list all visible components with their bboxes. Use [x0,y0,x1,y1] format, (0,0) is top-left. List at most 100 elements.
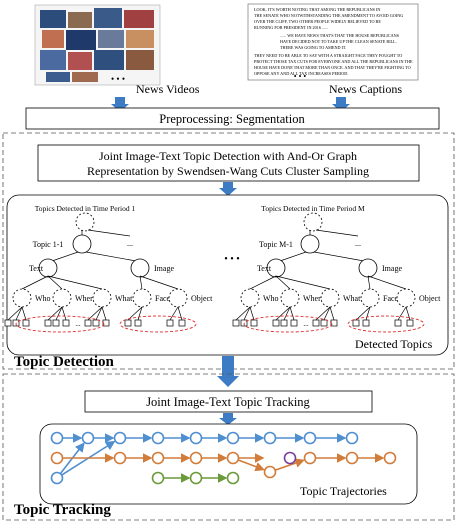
facet-node [12,288,32,308]
facet-node [92,288,112,308]
text-node [266,258,286,278]
green-node [151,471,165,485]
leaf-ellipsis: ... [303,320,309,328]
topic-node [300,234,320,254]
tree-edge [367,275,407,290]
topic-ellipse [15,315,105,333]
facet-label: What [115,294,133,303]
tree-edge [405,306,411,321]
caption-line: HAVE DECIDED NOT TO TAKE UP THE CLEAN SE… [280,39,397,44]
leaf-node [44,319,52,327]
tree-edge [47,275,63,290]
caption-line: OPPOSE ANY AND ALL TAX INCREASES PERIOD. [254,71,348,76]
facet-node [132,288,152,308]
tree-edge [47,306,63,321]
tree-edge [21,275,49,290]
period-label: Topics Detected in Time Period 1 [35,204,136,213]
image-node [358,258,378,278]
tree-edge [275,306,291,321]
tree-edge [15,306,23,321]
topic-ellipsis: ... [355,239,361,248]
facet-label: Where [75,294,97,303]
topic-ellipse [243,315,333,333]
topic-tree-period-m: Topics Detected in Time Period M Topic M-… [232,204,441,333]
leaf-node [352,319,360,327]
facet-node [52,288,72,308]
facet-label: Where [303,294,325,303]
blue-node [151,431,165,445]
tree-edge [249,306,255,321]
tree-edge [95,306,103,321]
tree-edge [177,306,183,321]
blue-node [189,431,203,445]
tree-edge [87,229,131,237]
caption-line: THERE WAS GOING TO AMEND IT. [280,45,346,50]
orange-node [113,451,127,465]
leaf-node [362,319,370,327]
detection-to-tracking-arrow [217,356,239,387]
leaf-node [406,319,414,327]
caption-line: ...... WE HAVE NEWS THAT'S THAT THE HOUS… [280,33,400,38]
facet-label: Face [383,294,399,303]
leaf-node [178,319,186,327]
news-videos-label: News Videos [136,82,200,96]
text-node [38,258,58,278]
captions-ellipsis: • • • [294,72,307,81]
orange-node [263,465,277,479]
purple-node [283,451,297,465]
facet-node [240,288,260,308]
topic-detection-title: Topic Detection [14,354,115,370]
detection-tree-panel [6,194,449,356]
tracking-box-label: Joint Image-Text Topic Tracking [146,395,310,409]
tree-edge [313,251,365,262]
blue-node [345,431,359,445]
orange-node [50,451,64,465]
detection-box [37,144,420,182]
captions-text-lines: LOOK, IT'S WORTH NOTING THAT AMONG THE R… [254,7,413,76]
topic-ellipsis: ... [127,239,133,248]
green-node [189,471,203,485]
topic-trajectories-graph [50,431,397,485]
leaf-node [52,319,60,327]
tree-edge [7,306,23,321]
leaf-ellipsis: ... [75,320,81,328]
leaf-node [280,319,288,327]
leaf-node [62,319,70,327]
tracking-arrow [219,413,237,425]
tree-edge [275,275,331,290]
tree-edge [51,251,79,262]
detected-topics-label: Detected Topics [355,337,433,351]
topic-node [72,234,92,254]
blue-node [50,471,64,485]
blue-node [113,431,127,445]
tree-edge [365,306,371,321]
orange-node [383,451,397,465]
facet-node [280,288,300,308]
news-captions-box: LOOK, IT'S WORTH NOTING THAT AMONG THE R… [247,3,419,81]
caption-line: RUNNING FOR PRESIDENT IN 2016 ...... [254,25,328,30]
tree-edge [283,306,291,321]
topic-trajectories-label: Topic Trajectories [300,484,387,498]
tree-edge [169,306,179,321]
caption-line: HOUSE HAVE DONE THAT MORE THAN ONCE. AND… [254,65,411,70]
leaf-node [4,319,12,327]
text-node-label: Text [257,264,272,273]
caption-line: LOOK, IT'S WORTH NOTING THAT AMONG THE R… [254,7,380,13]
tree-edge [329,306,335,321]
leaf-node [330,319,338,327]
caption-line: PROTECT THOSE TAX CUTS FOR EVERYONE AND … [254,59,413,64]
period-label: Topics Detected in Time Period M [261,204,365,213]
facet-label: Who [35,294,51,303]
tree-edge [249,275,277,290]
topic-label: Topic M-1 [259,240,293,249]
caption-line: THEY NEED TO BE ABLE TO SAY WITH A STRAI… [254,53,402,58]
orange-node [303,451,317,465]
facet-node [360,288,380,308]
leaf-node [394,319,402,327]
tree-edge [235,306,251,321]
facet-label: Face [155,294,171,303]
topic-tracking-title: Topic Tracking [14,502,111,518]
news-videos-thumbnails [34,4,161,86]
detection-arrow [219,182,237,196]
leaf-node [232,319,240,327]
